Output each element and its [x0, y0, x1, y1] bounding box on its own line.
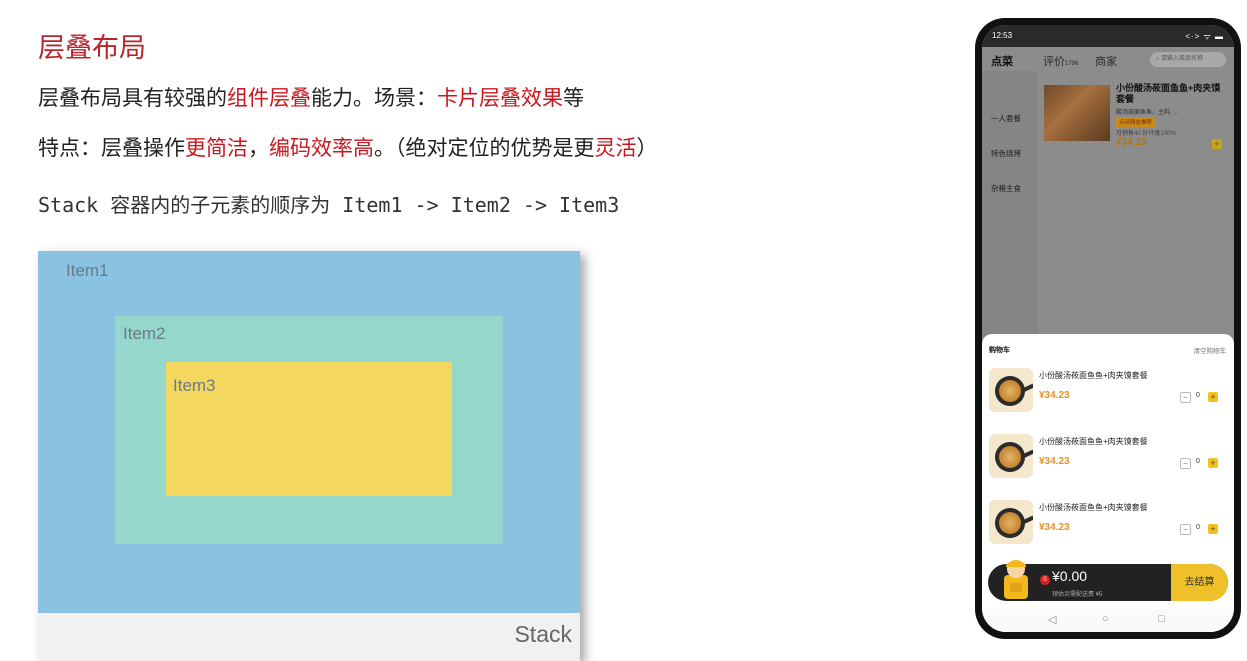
checkout-button[interactable]: 去结算 — [1171, 564, 1228, 601]
search-placeholder: 请输入菜品名称 — [1161, 56, 1204, 62]
highlight-text: 更简洁 — [185, 136, 248, 160]
item3-label: Item3 — [173, 376, 216, 395]
tab-merchant[interactable]: 商家 — [1095, 56, 1117, 68]
stack-label: Stack — [514, 621, 572, 647]
delivery-fee: 预估另需配送费 ¥5 — [1052, 592, 1103, 598]
decrease-button[interactable]: − — [1180, 524, 1191, 535]
highlight-text: 卡片层叠效果 — [437, 86, 563, 110]
status-time: 12:53 — [992, 31, 1013, 40]
dish-image — [989, 500, 1033, 544]
back-icon[interactable]: ◁ — [1048, 614, 1057, 626]
clear-cart-button[interactable]: 清空购物车 — [1193, 348, 1227, 355]
cart-item-name: 小份酸汤莜面鱼鱼+肉夹馍套餐 — [1039, 503, 1148, 512]
food-desc: 酸汤莜面鱼鱼，主料: ... — [1116, 110, 1179, 116]
decrease-button[interactable]: − — [1180, 458, 1191, 469]
cart-item: 小份酸汤莜面鱼鱼+肉夹馍套餐 ¥34.23 − 0 + — [982, 432, 1234, 488]
phone-screen: 12:53 <·> ᯤ ▬ 点菜 评价1796 商家 ⌕ 请输入菜品名称 一人套… — [982, 25, 1234, 632]
text: 。（绝对定位的优势是更 — [374, 136, 595, 160]
food-title: 小份酸汤莜面鱼鱼+肉夹馍套餐 — [1116, 83, 1221, 104]
status-icons: <·> ᯤ ▬ — [1185, 32, 1224, 41]
tab-reviews[interactable]: 评价1796 — [1043, 53, 1078, 69]
text: 等 — [563, 86, 584, 110]
cart-item: 小份酸汤莜面鱼鱼+肉夹馍套餐 ¥34.23 − 0 + — [982, 366, 1234, 422]
tab-bar: 点菜 评价1796 商家 ⌕ 请输入菜品名称 — [982, 47, 1234, 71]
cart-item-name: 小份酸汤莜面鱼鱼+肉夹馍套餐 — [1039, 371, 1148, 380]
category-item[interactable]: 杂粮主食 — [991, 184, 1021, 193]
food-image — [1044, 85, 1110, 141]
item1-box: Item1 Item2 Item3 — [38, 251, 580, 613]
tab-reviews-label: 评价 — [1043, 56, 1065, 68]
text: 层叠布局具有较强的 — [38, 86, 227, 110]
item2-label: Item2 — [123, 324, 166, 343]
cart-item: 小份酸汤莜面鱼鱼+肉夹馍套餐 ¥34.23 − 0 + — [982, 498, 1234, 554]
item1-label: Item1 — [66, 261, 109, 280]
item3-box: Item3 — [166, 362, 452, 496]
search-input[interactable]: ⌕ 请输入菜品名称 — [1150, 52, 1226, 67]
text: 能力。场景： — [311, 86, 437, 110]
delivery-mascot-icon[interactable] — [996, 555, 1036, 601]
recent-apps-icon[interactable]: □ — [1158, 613, 1165, 625]
food-price: ¥34.23 — [1116, 137, 1147, 148]
item-count: 0 — [1196, 458, 1200, 465]
cart-title: 购物车 — [989, 347, 1010, 354]
cart-item-price: ¥34.23 — [1039, 456, 1070, 467]
category-list: 一人套餐 特色烧烤 杂粮主食 — [982, 71, 1038, 357]
review-count: 1796 — [1065, 61, 1079, 67]
status-bar: 12:53 <·> ᯤ ▬ — [982, 25, 1234, 47]
menu-overlay: 点菜 评价1796 商家 ⌕ 请输入菜品名称 一人套餐 特色烧烤 杂粮主食 小份… — [982, 47, 1234, 357]
text: ， — [248, 136, 269, 160]
dish-image — [989, 434, 1033, 478]
increase-button[interactable]: + — [1208, 392, 1218, 402]
category-item[interactable]: 一人套餐 — [991, 114, 1021, 123]
description-line-2: 特点：层叠操作更简洁，编码效率高。（绝对定位的优势是更灵活） — [38, 132, 658, 162]
highlight-text: 编码效率高 — [269, 136, 374, 160]
text: 特点：层叠操作 — [38, 136, 185, 160]
decrease-button[interactable]: − — [1180, 392, 1191, 403]
stack-demo: Item1 Item2 Item3 Stack — [38, 251, 580, 661]
phone-frame: 12:53 <·> ᯤ ▬ 点菜 评价1796 商家 ⌕ 请输入菜品名称 一人套… — [975, 18, 1241, 639]
cart-item-price: ¥34.23 — [1039, 390, 1070, 401]
home-icon[interactable]: ○ — [1102, 613, 1109, 625]
add-food-button[interactable]: + — [1212, 139, 1222, 149]
item-count: 0 — [1196, 524, 1200, 531]
item-count: 0 — [1196, 392, 1200, 399]
code-description: Stack 容器内的子元素的顺序为 Item1 -> Item2 -> Item… — [38, 193, 620, 217]
food-sales: 月销售40 好评度100% — [1116, 131, 1176, 137]
highlight-text: 灵活 — [594, 136, 637, 160]
stack-bar: Stack — [38, 613, 580, 661]
search-icon: ⌕ — [1156, 56, 1162, 62]
cart-item-name: 小份酸汤莜面鱼鱼+肉夹馍套餐 — [1039, 437, 1148, 446]
dish-image — [989, 368, 1033, 412]
description-line-1: 层叠布局具有较强的组件层叠能力。场景：卡片层叠效果等 — [38, 82, 584, 112]
category-item[interactable]: 特色烧烤 — [991, 149, 1021, 158]
total-price: ¥0.00 — [1052, 568, 1088, 584]
highlight-text: 组件层叠 — [227, 86, 311, 110]
food-card[interactable]: 小份酸汤莜面鱼鱼+肉夹馍套餐 酸汤莜面鱼鱼，主料: ... 点评网友推荐 月销售… — [1044, 83, 1226, 155]
increase-button[interactable]: + — [1208, 458, 1218, 468]
text: ） — [636, 136, 658, 160]
increase-button[interactable]: + — [1208, 524, 1218, 534]
system-nav-bar: ◁ ○ □ — [982, 609, 1234, 632]
slide-title: 层叠布局 — [38, 33, 146, 64]
tab-order[interactable]: 点菜 — [991, 56, 1013, 68]
food-tag: 点评网友推荐 — [1116, 117, 1156, 127]
cart-count-badge: 0 — [1040, 575, 1050, 585]
cart-item-price: ¥34.23 — [1039, 522, 1070, 533]
